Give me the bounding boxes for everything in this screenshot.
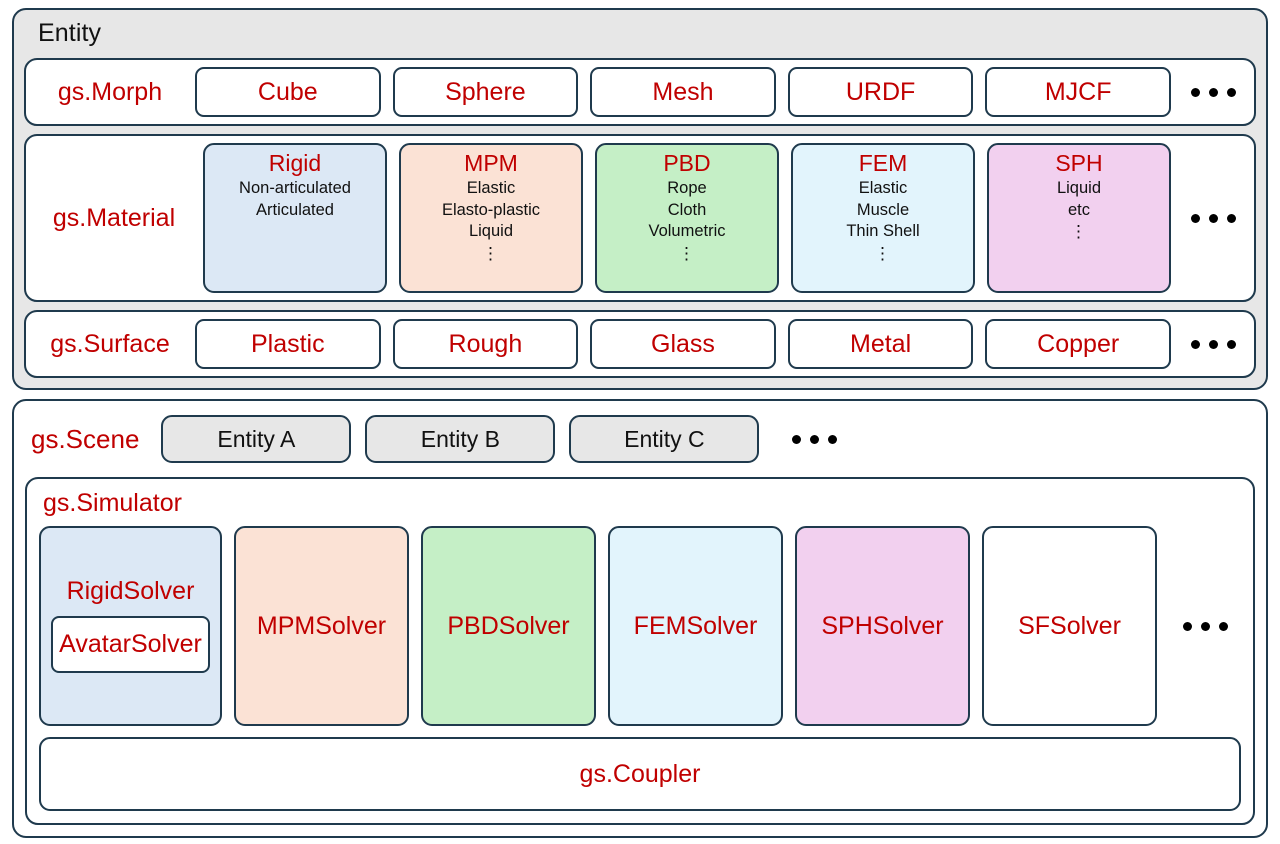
- scene-entity-c[interactable]: Entity C: [569, 415, 760, 463]
- morph-item-mesh[interactable]: Mesh: [590, 67, 776, 117]
- solver-more-ellipsis-icon: [1169, 526, 1241, 726]
- material-card-item: etc: [1067, 200, 1090, 219]
- material-card-title: MPM: [464, 150, 518, 176]
- surface-item-metal[interactable]: Metal: [787, 319, 974, 369]
- material-card-item: Liquid: [1056, 179, 1102, 198]
- coupler-bar[interactable]: gs.Coupler: [39, 737, 1241, 811]
- material-card-item: Volumetric: [648, 222, 726, 241]
- morph-item-urdf[interactable]: URDF: [787, 67, 974, 117]
- material-card-item: Cloth: [667, 200, 707, 219]
- solver-mpm[interactable]: MPMSolver: [234, 526, 409, 726]
- scene-more-ellipsis-icon: [779, 434, 849, 444]
- material-card-item: Elasto-plastic: [441, 200, 541, 219]
- material-card-vdots-icon: ⋮: [874, 243, 892, 263]
- morph-item-sphere[interactable]: Sphere: [392, 67, 579, 117]
- material-card-title: Rigid: [268, 150, 322, 176]
- solver-rigid-label: RigidSolver: [66, 577, 195, 605]
- material-card-vdots-icon: ⋮: [482, 243, 500, 263]
- morph-item-mjcf[interactable]: MJCF: [985, 67, 1171, 117]
- entity-panel: Entity gs.Morph Cube Sphere Mesh URDF MJ…: [12, 8, 1268, 390]
- surface-row-label: gs.Surface: [50, 329, 170, 358]
- solver-pbd[interactable]: PBDSolver: [421, 526, 596, 726]
- material-card-pbd[interactable]: PBD Rope Cloth Volumetric ⋮: [595, 143, 779, 293]
- surface-cells: Plastic Rough Glass Metal Copper: [195, 319, 1171, 369]
- solver-fem[interactable]: FEMSolver: [608, 526, 783, 726]
- material-card-mpm[interactable]: MPM Elastic Elasto-plastic Liquid ⋮: [399, 143, 583, 293]
- material-card-title: FEM: [858, 150, 908, 176]
- material-card-title: SPH: [1055, 150, 1103, 176]
- material-more-ellipsis-icon: [1182, 213, 1244, 223]
- solver-avatar[interactable]: AvatarSolver: [51, 616, 210, 673]
- material-card-sph[interactable]: SPH Liquid etc ⋮: [987, 143, 1171, 293]
- scene-header: gs.Scene Entity A Entity B Entity C: [25, 410, 1255, 468]
- material-card-item: Articulated: [256, 200, 334, 219]
- material-card-vdots-icon: ⋮: [1070, 222, 1088, 242]
- simulator-label: gs.Simulator: [43, 489, 182, 517]
- surface-item-copper[interactable]: Copper: [985, 319, 1171, 369]
- material-card-item: Elastic: [858, 179, 908, 198]
- surface-row: gs.Surface Plastic Rough Glass Metal Cop…: [24, 310, 1256, 378]
- morph-more-ellipsis-icon: [1182, 87, 1244, 97]
- solver-sf[interactable]: SFSolver: [982, 526, 1157, 726]
- material-row-label: gs.Material: [52, 203, 176, 232]
- solver-sph[interactable]: SPHSolver: [795, 526, 970, 726]
- material-card-item: Elastic: [466, 179, 516, 198]
- material-card-rigid[interactable]: Rigid Non-articulated Articulated: [203, 143, 387, 293]
- material-row: gs.Material Rigid Non-articulated Articu…: [24, 134, 1256, 302]
- morph-item-cube[interactable]: Cube: [195, 67, 381, 117]
- surface-item-plastic[interactable]: Plastic: [195, 319, 381, 369]
- material-card-item: Thin Shell: [846, 222, 920, 241]
- material-card-fem[interactable]: FEM Elastic Muscle Thin Shell ⋮: [791, 143, 975, 293]
- solver-row: RigidSolver AvatarSolver MPMSolver PBDSo…: [39, 526, 1241, 726]
- surface-more-ellipsis-icon: [1182, 339, 1244, 349]
- material-card-item: Muscle: [856, 200, 910, 219]
- surface-item-glass[interactable]: Glass: [590, 319, 776, 369]
- scene-entity-a[interactable]: Entity A: [161, 415, 352, 463]
- scene-entity-b[interactable]: Entity B: [365, 415, 556, 463]
- morph-row-label: gs.Morph: [57, 77, 163, 106]
- material-cells: Rigid Non-articulated Articulated MPM El…: [203, 143, 1171, 293]
- scene-label: gs.Scene: [31, 423, 140, 454]
- material-card-item: Liquid: [468, 222, 514, 241]
- solver-rigid[interactable]: RigidSolver AvatarSolver: [39, 526, 222, 726]
- morph-row: gs.Morph Cube Sphere Mesh URDF MJCF: [24, 58, 1256, 126]
- scene-panel: gs.Scene Entity A Entity B Entity C gs.S…: [12, 399, 1268, 838]
- simulator-panel: gs.Simulator RigidSolver AvatarSolver MP…: [25, 477, 1255, 825]
- entity-title: Entity: [38, 19, 102, 47]
- morph-cells: Cube Sphere Mesh URDF MJCF: [195, 67, 1171, 117]
- material-card-item: Rope: [667, 179, 707, 198]
- material-card-vdots-icon: ⋮: [678, 243, 696, 263]
- surface-item-rough[interactable]: Rough: [392, 319, 579, 369]
- material-card-item: Non-articulated: [239, 179, 351, 198]
- material-card-title: PBD: [663, 150, 711, 176]
